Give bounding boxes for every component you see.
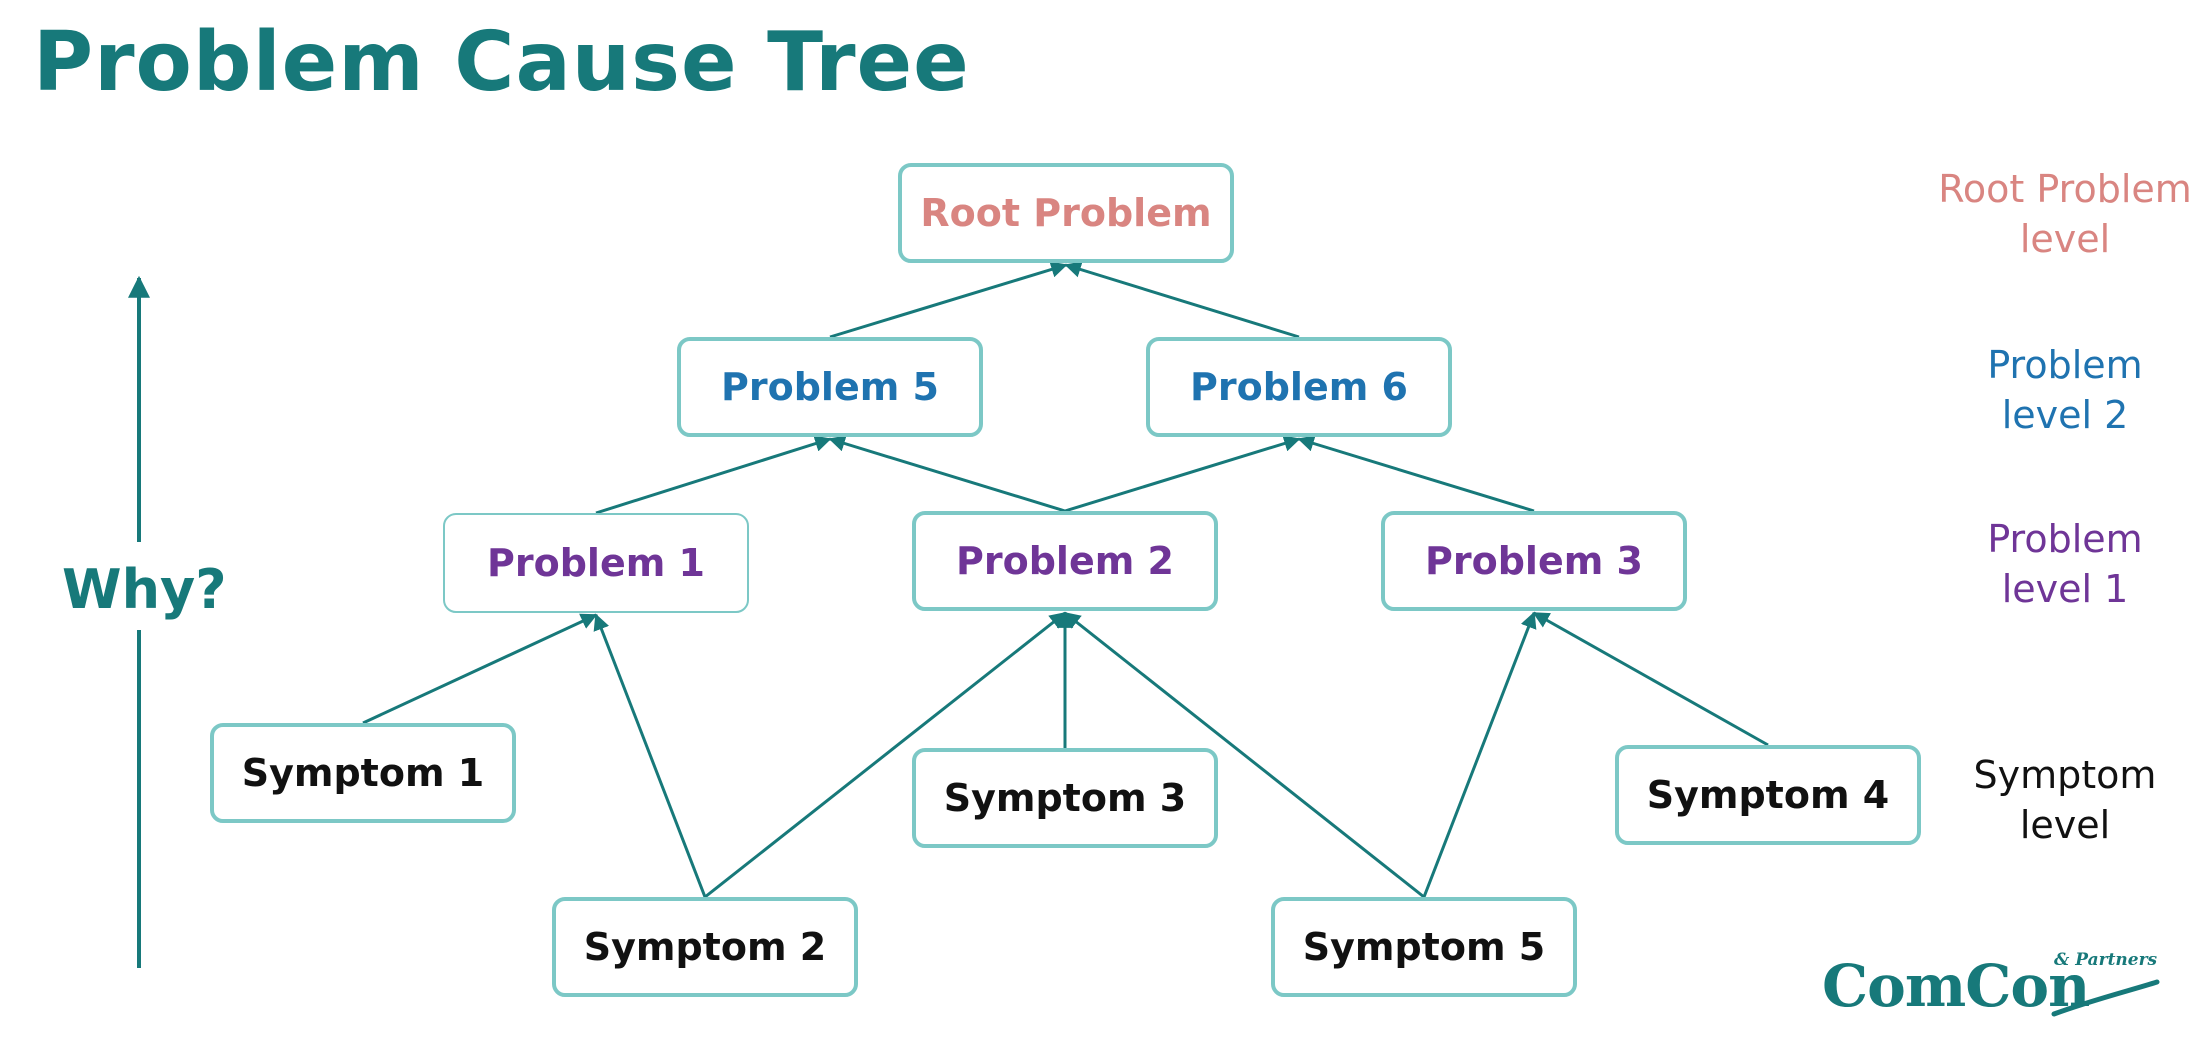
symptom-4-node: Symptom 4 [1615, 745, 1921, 845]
page-title: Problem Cause Tree [33, 15, 970, 110]
edge-s5-to-p2 [1063, 611, 1425, 899]
problem-1-node: Problem 1 [443, 513, 749, 613]
problem-2-node: Problem 2 [912, 511, 1218, 611]
comcon-partners-logo: ComCon & Partners [1822, 950, 2162, 1022]
problem-3-node: Problem 3 [1381, 511, 1687, 611]
symptom-level-label-line2: level [2019, 803, 2111, 847]
root-level-label: Root Problem level [1915, 164, 2208, 264]
root-problem-node: Root Problem [898, 163, 1234, 263]
problem-5-node: Problem 5 [677, 337, 983, 437]
edge-p2-to-p6 [1064, 435, 1301, 513]
edge-p1-to-p5 [595, 435, 832, 515]
edge-p6-to-root [1064, 261, 1300, 339]
edge-p2-to-p5 [828, 435, 1066, 513]
logo-wordmark: ComCon [1822, 952, 2090, 1020]
edge-s2-to-p2 [704, 611, 1067, 899]
symptom-2-node: Symptom 2 [552, 897, 858, 997]
symptom-level-label: Symptom level [1915, 750, 2208, 850]
problem-level-1-label: Problem level 1 [1915, 514, 2208, 614]
symptom-3-node: Symptom 3 [912, 748, 1218, 848]
problem-6-node: Problem 6 [1146, 337, 1452, 437]
problem-level-2-label: Problem level 2 [1915, 340, 2208, 440]
problem-level-2-label-line2: level 2 [2001, 393, 2129, 437]
symptom-1-node: Symptom 1 [210, 723, 516, 823]
edge-p5-to-root [829, 261, 1068, 339]
why-label: Why? [62, 558, 227, 621]
problem-level-2-label-line1: Problem [1987, 343, 2143, 387]
logo-swoosh [2051, 979, 2160, 1017]
edge-s1-to-p1 [362, 613, 598, 725]
edge-p3-to-p6 [1297, 435, 1535, 513]
edge-s2-to-p1 [593, 613, 707, 898]
root-level-label-line1: Root Problem [1938, 167, 2192, 211]
symptom-level-label-line1: Symptom [1973, 753, 2157, 797]
edge-s5-to-p3 [1422, 611, 1537, 898]
symptom-5-node: Symptom 5 [1271, 897, 1577, 997]
problem-level-1-label-line1: Problem [1987, 517, 2143, 561]
root-level-label-line2: level [2019, 217, 2111, 261]
edge-s4-to-p3 [1532, 611, 1769, 747]
logo-partners: & Partners [2054, 950, 2158, 970]
problem-level-1-label-line2: level 1 [2001, 567, 2129, 611]
